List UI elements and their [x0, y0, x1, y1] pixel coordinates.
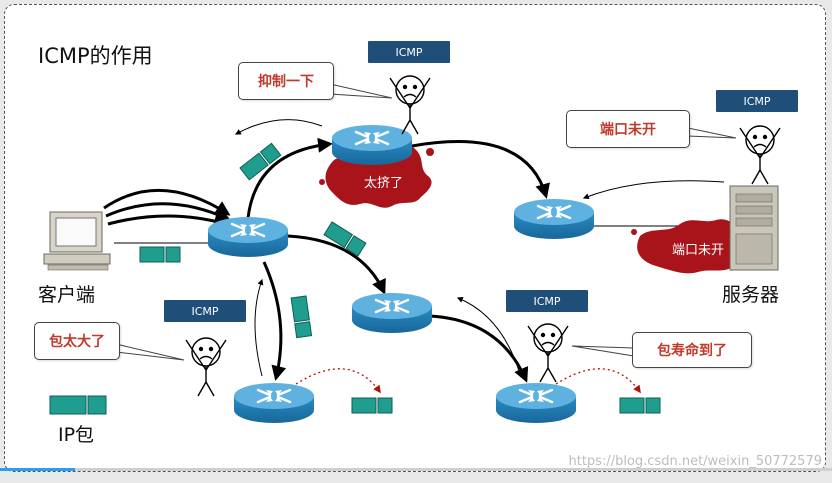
icmp-sign-too-big: ICMP [164, 300, 246, 322]
icmp-messenger-throttle [389, 75, 431, 135]
flow-arrow-1 [103, 189, 231, 216]
drop-arrow-right [555, 368, 641, 394]
packet-flow-arrows [103, 137, 550, 383]
icmp-messenger-port [739, 125, 781, 185]
router-bottom-left [232, 381, 316, 425]
server-tower-icon [729, 185, 779, 271]
packet-client [139, 246, 181, 263]
return-arrow-port [582, 180, 725, 200]
packet-top-left [239, 142, 282, 181]
flow-arrow-2 [105, 202, 231, 221]
packet-dropped-left [351, 397, 393, 414]
bubble-too-big: 包太大了 [34, 322, 120, 360]
client-computer-icon [43, 211, 111, 271]
bubble-throttle: 抑制一下 [238, 62, 334, 100]
return-arrow-ttl [456, 297, 521, 375]
packet-dropped-right [619, 397, 661, 414]
flow-arrow-to-right-router [411, 140, 550, 199]
icmp-return-arrows [234, 119, 725, 377]
icmp-sign-port: ICMP [716, 90, 798, 112]
link-lines [114, 225, 730, 244]
ip-packet-label: IP包 [58, 424, 95, 446]
server-label: 服务器 [722, 284, 780, 306]
bubble-port-closed: 端口未开 [566, 110, 690, 148]
splat-text-congested: 太挤了 [364, 176, 404, 191]
drop-arrow-left [295, 368, 381, 394]
page-title: ICMP的作用 [38, 44, 153, 68]
playback-progress-bar[interactable] [0, 468, 832, 471]
flow-arrow-to-mid-router [287, 234, 386, 295]
client-label: 客户端 [38, 284, 96, 306]
flow-arrow-to-bottom-right-router [429, 314, 529, 383]
packet-vertical [290, 295, 313, 339]
return-arrow-throttle [234, 119, 323, 135]
router-top [330, 123, 414, 167]
router-core [206, 215, 290, 259]
dropped-packet-arrows [295, 368, 641, 394]
bubble-ttl-expired: 包寿命到了 [632, 332, 752, 368]
icmp-sign-ttl: ICMP [506, 290, 588, 312]
icmp-messenger-ttl [527, 323, 569, 383]
packet-legend [49, 395, 107, 415]
flow-arrow-to-bottom-left-router [262, 261, 287, 381]
playback-progress-fill [0, 468, 75, 471]
router-right [512, 197, 596, 241]
router-bottom-right [494, 381, 578, 425]
icmp-sign-throttle: ICMP [368, 41, 450, 63]
splat-text-port-unreachable: 端口未开 [672, 243, 725, 258]
router-mid [350, 291, 434, 335]
return-arrow-too-big [254, 278, 264, 377]
watermark: https://blog.csdn.net/weixin_50772579 [568, 454, 822, 469]
flow-arrow-3 [107, 213, 229, 229]
bubble-pointers [115, 83, 737, 361]
flow-arrow-to-top-router [246, 137, 333, 219]
icmp-messenger-too-big [185, 337, 227, 397]
